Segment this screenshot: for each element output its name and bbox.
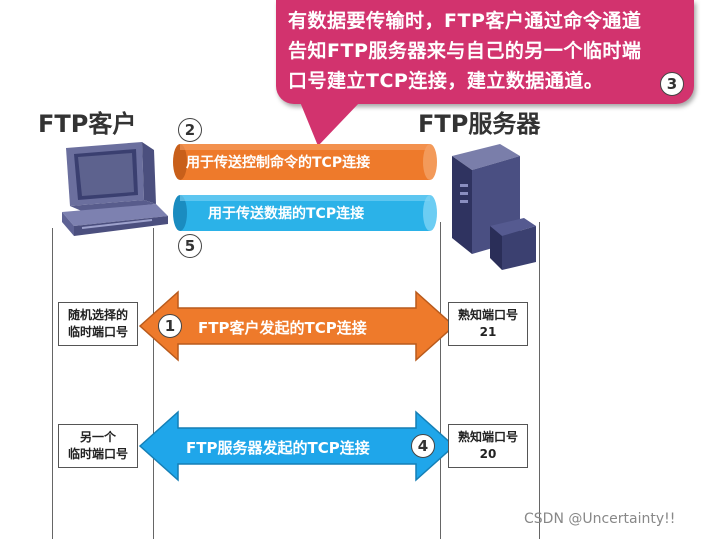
control-channel-tube	[173, 144, 437, 180]
server-title: FTP服务器	[418, 110, 541, 138]
callout-line-1: 有数据要传输时，FTP客户通过命令通道	[288, 10, 642, 32]
control-channel-label: 用于传送控制命令的TCP连接	[186, 155, 371, 171]
computer-icon	[62, 142, 168, 236]
client-column	[52, 228, 154, 539]
server-initiated-label: FTP服务器发起的TCP连接	[186, 439, 370, 457]
client-random-port-line2: 临时端口号	[67, 325, 128, 339]
callout-box	[276, 0, 694, 104]
watermark: CSDN @Uncertainty!!	[524, 511, 676, 527]
server-port-21-box: 熟知端口号 21	[448, 302, 528, 346]
server-port-20-box: 熟知端口号 20	[448, 424, 528, 468]
client-initiated-label: FTP客户发起的TCP连接	[198, 319, 367, 337]
callout-line-2: 告知FTP服务器来与自己的另一个临时端	[288, 40, 642, 62]
client-other-port-line1: 另一个	[79, 430, 116, 444]
step-badge-5: 5	[178, 234, 202, 258]
server-port-21-line2: 21	[479, 325, 497, 339]
client-title: FTP客户	[38, 110, 137, 138]
step-badge-3: 3	[660, 72, 684, 96]
client-random-port-line1: 随机选择的	[67, 308, 128, 322]
client-other-port-line2: 临时端口号	[67, 447, 128, 461]
server-port-20-line2: 20	[479, 447, 497, 461]
server-tower-icon	[452, 144, 536, 270]
step-badge-2: 2	[178, 118, 202, 142]
data-channel-tube	[173, 195, 437, 231]
callout-line-3: 口号建立TCP连接，建立数据通道。	[288, 70, 604, 92]
server-port-20-line1: 熟知端口号	[457, 430, 518, 444]
step-badge-4: 4	[411, 434, 435, 458]
client-other-port-box: 另一个 临时端口号	[58, 424, 138, 468]
server-port-21-line1: 熟知端口号	[457, 308, 518, 322]
data-channel-label: 用于传送数据的TCP连接	[208, 206, 365, 222]
callout-text: 有数据要传输时，FTP客户通过命令通道 告知FTP服务器来与自己的另一个临时端 …	[288, 6, 692, 96]
step-badge-1: 1	[158, 314, 182, 338]
server-column	[440, 222, 540, 539]
client-random-port-box: 随机选择的 临时端口号	[58, 302, 138, 346]
